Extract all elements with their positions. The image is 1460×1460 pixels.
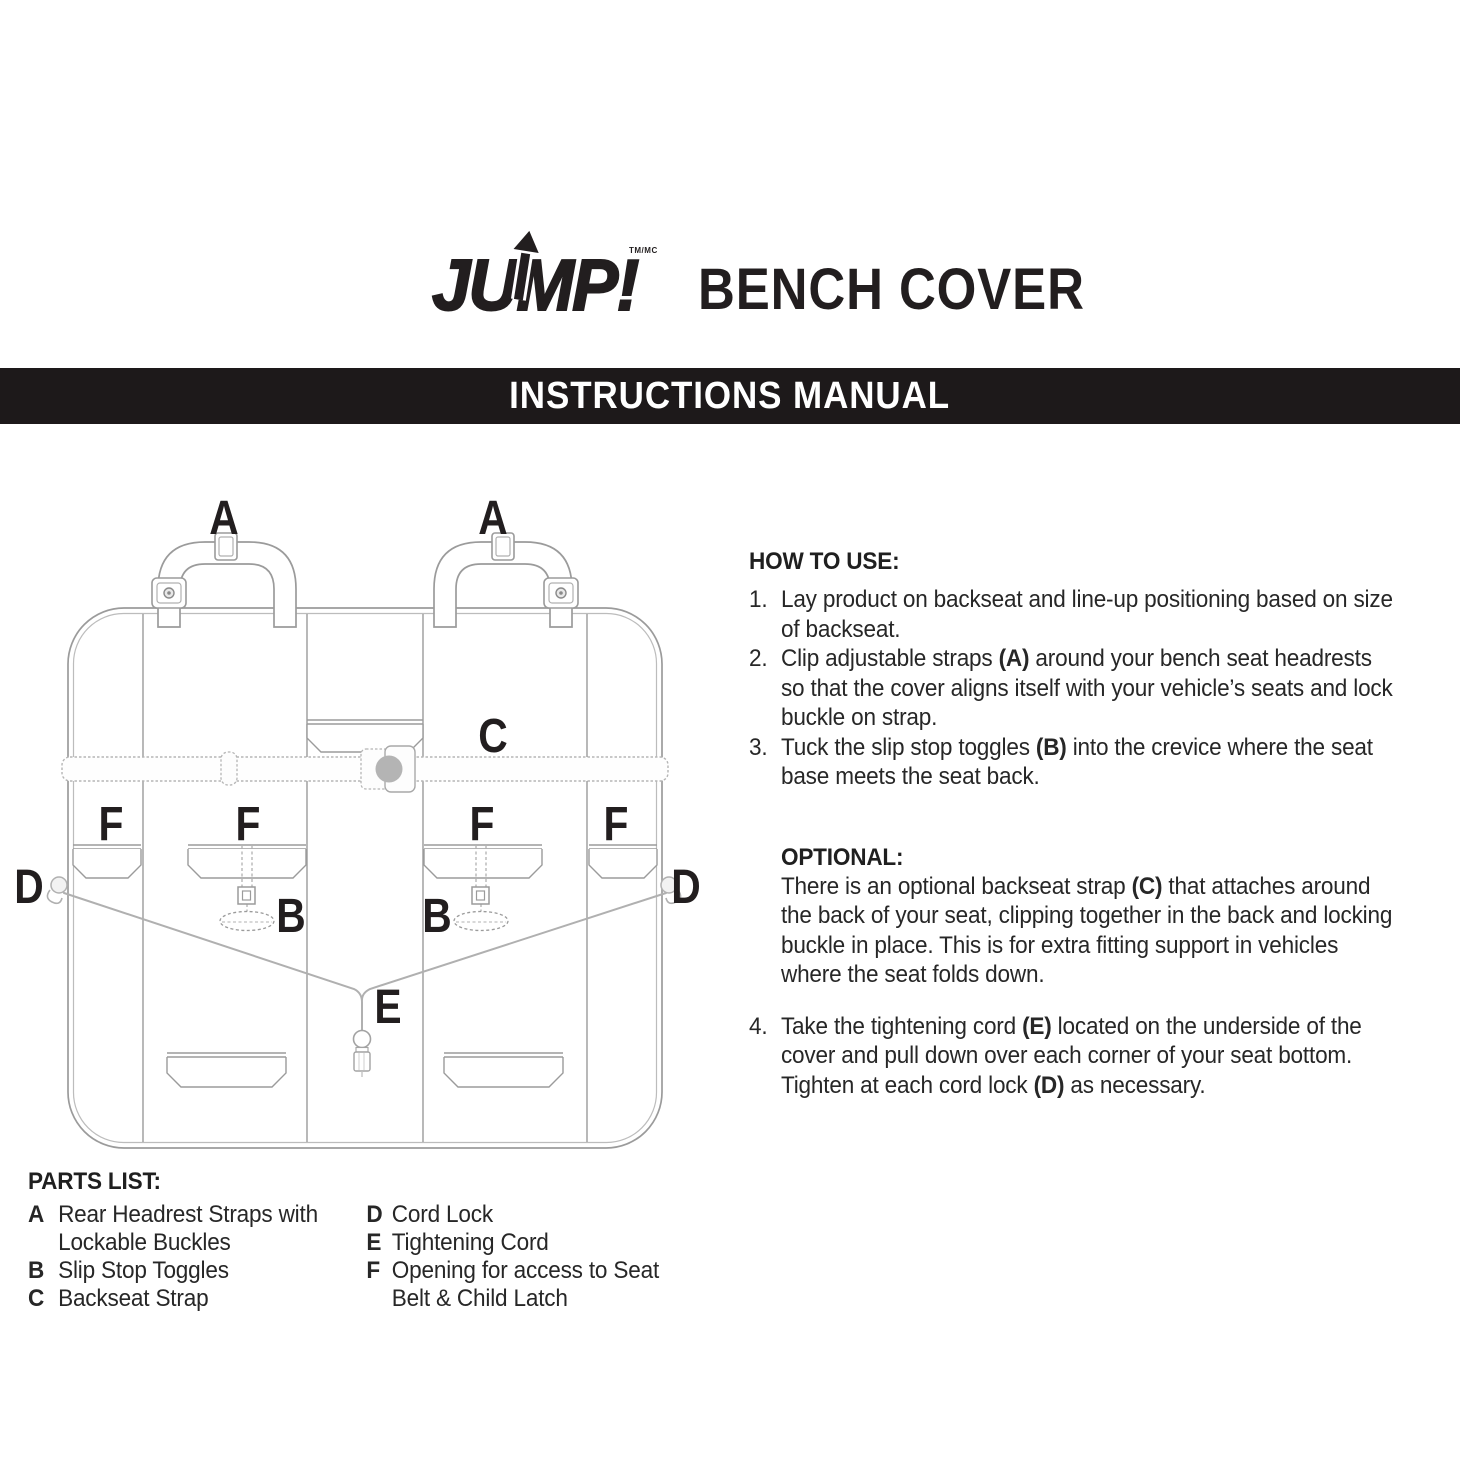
bench-cover-drawing [46,532,682,1149]
part-text: Backseat Strap [58,1285,209,1312]
cord-end-toggle-icon [352,1029,372,1077]
strap-keeper-icon [220,751,238,786]
product-title: BENCH COVER [698,257,1085,322]
label-b-left: B [276,890,306,943]
tightening-cord [63,892,667,1032]
seatbelt-access-flaps [72,844,658,879]
step-3: 3. Tuck the slip stop toggles (B) into t… [749,733,1445,792]
lockable-buckle-icon [151,577,187,609]
step-number: 4. [749,1012,768,1040]
optional-text: There is an optional backseat strap (C) … [780,872,1393,989]
banner-title: INSTRUCTIONS MANUAL [509,374,951,417]
part-text: Slip Stop Toggles [58,1257,229,1284]
cover-seam-lines [142,614,588,1142]
strap-adjuster-icon [491,532,515,561]
optional-heading: OPTIONAL: [780,843,904,871]
jump-logo-arrow-icon [508,226,543,301]
label-f3: F [469,798,495,851]
strap-adjuster-icon [214,532,238,561]
label-d-left: D [14,861,44,914]
label-f2: F [235,798,261,851]
label-e: E [374,981,402,1034]
label-a-right: A [478,492,508,545]
part-row-e: E Tightening Cord [366,1229,667,1257]
part-text: Cord Lock [391,1201,493,1228]
strap-buckle-icon [360,745,416,793]
part-text: Tightening Cord [391,1229,549,1256]
part-key: C [28,1285,45,1312]
lockable-buckle-icon [543,577,579,609]
part-key: A [28,1201,45,1228]
step-2: 2. Clip adjustable straps (A) around you… [749,644,1445,733]
backseat-strap [61,745,669,793]
cord-lock-right-icon [660,876,682,905]
headrest-strap-left [151,532,297,628]
bottom-pockets [166,1052,564,1088]
parts-list-column-2: D Cord Lock E Tightening Cord F Opening … [366,1201,667,1313]
instructions-banner: INSTRUCTIONS MANUAL [0,368,1460,424]
jump-logo: JUMP! [431,246,640,326]
label-d-right: D [671,861,701,914]
seat-cover-outline [67,607,663,1149]
center-pocket [306,719,424,753]
trademark-text: TM/MC [629,246,658,255]
part-key: D [366,1201,383,1228]
step-text: Take the tightening cord (E) located on … [780,1012,1362,1099]
slip-stop-toggle-right [453,846,509,932]
part-key: E [366,1229,382,1256]
label-b-right: B [422,890,452,943]
label-f1: F [98,798,124,851]
label-a-left: A [209,492,239,545]
how-to-use-heading: HOW TO USE: [749,548,900,575]
how-to-use-section: HOW TO USE: 1. Lay product on backseat a… [749,547,1445,1100]
part-row-c: C Backseat Strap [28,1285,338,1313]
label-c: C [478,710,508,763]
step-1: 1. Lay product on backseat and line-up p… [749,585,1445,644]
step-text: Clip adjustable straps (A) around your b… [780,645,1393,731]
part-key: B [28,1257,45,1284]
cord-lock-left-icon [46,876,68,905]
part-key: F [366,1257,381,1284]
step-text: Lay product on backseat and line-up posi… [780,586,1393,643]
part-row-d: D Cord Lock [366,1201,667,1229]
step-number: 2. [749,645,768,672]
parts-list-heading: PARTS LIST: [28,1168,161,1195]
step-number: 1. [749,586,768,613]
label-f4: F [603,798,629,851]
part-row-b: B Slip Stop Toggles [28,1257,338,1285]
headrest-strap-right [433,532,579,628]
optional-section: OPTIONAL: There is an optional backseat … [781,843,1445,990]
step-4: 4. Take the tightening cord (E) located … [749,1012,1445,1101]
slip-stop-toggle-left [219,846,275,932]
step-text: Tuck the slip stop toggles (B) into the … [780,733,1373,791]
step-number: 3. [749,733,768,761]
bench-cover-diagram: A A C F F F F D D B B E [0,480,720,1180]
